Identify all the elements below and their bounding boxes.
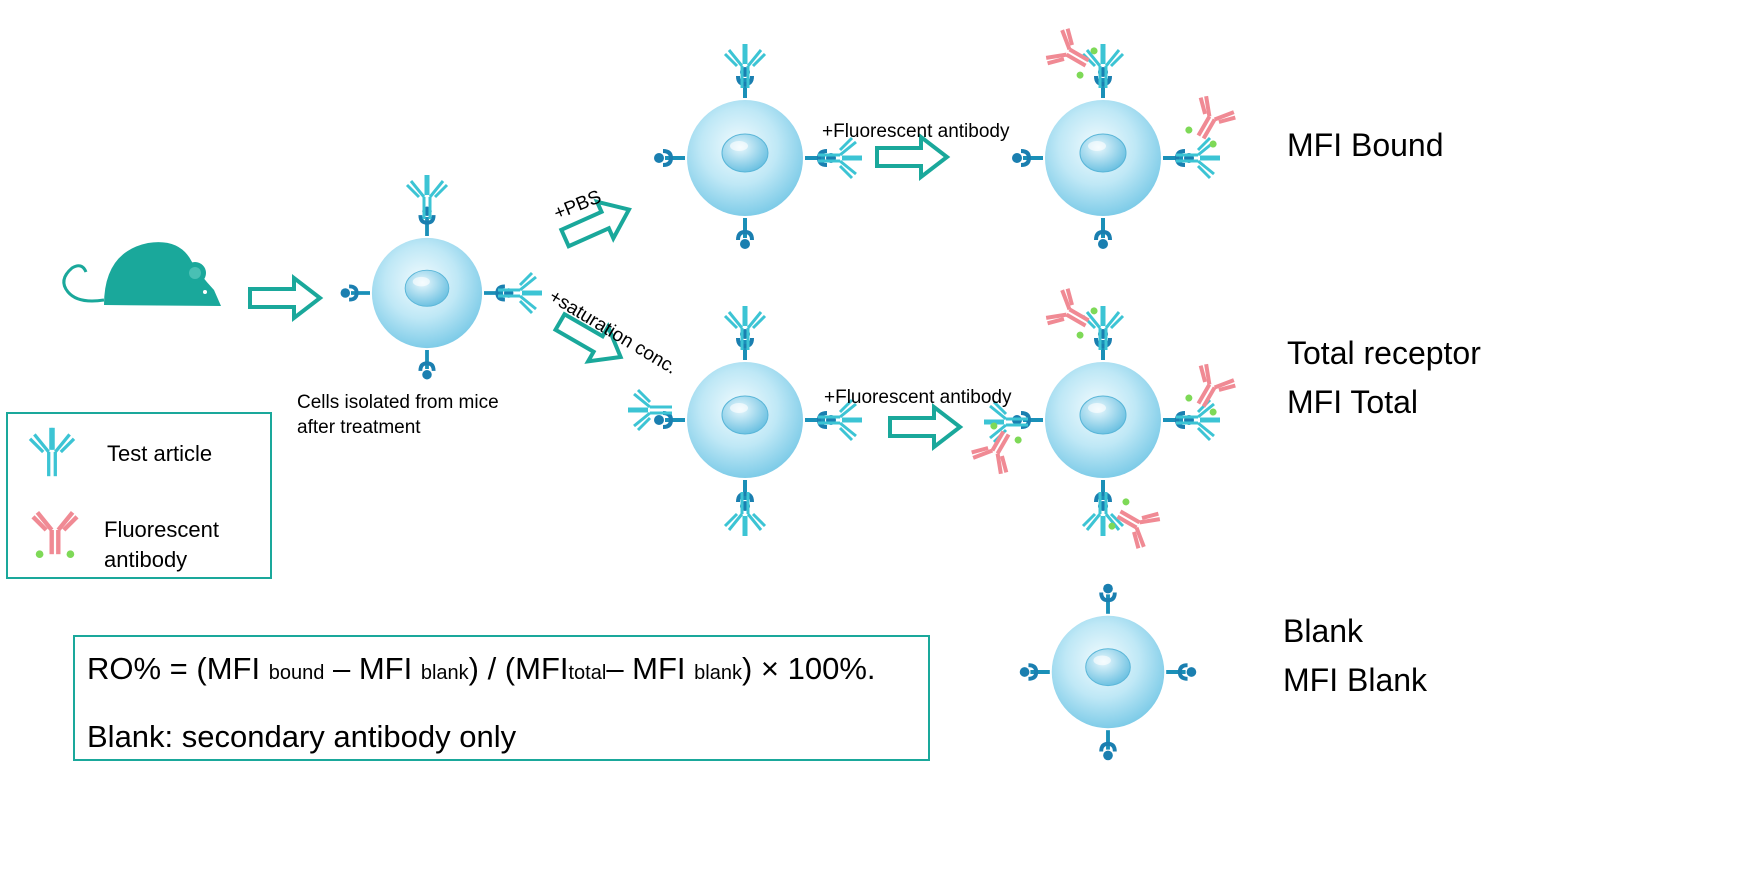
legend-fluorescent-label-line1: Fluorescent bbox=[104, 517, 219, 542]
cell-initial bbox=[341, 173, 544, 379]
test-article-antibody bbox=[626, 388, 674, 432]
mouse-icon bbox=[62, 242, 221, 306]
formula-end-part: ) × 100%. bbox=[741, 651, 876, 686]
cell-saturation bbox=[626, 304, 864, 538]
fluorescent-antibody bbox=[1179, 360, 1240, 421]
cell-blank bbox=[1020, 584, 1197, 761]
formula-mid-part: ) / (MFI bbox=[468, 651, 569, 686]
formula-total-subscript: total bbox=[568, 662, 607, 684]
formula-box: RO% = (MFI bound – MFI blank) / (MFItota… bbox=[73, 635, 930, 761]
result-total-label-line2: MFI Total bbox=[1287, 384, 1418, 420]
ro-formula: RO% = (MFI bound – MFI blank) / (MFItota… bbox=[87, 647, 876, 695]
cell-bound bbox=[1012, 24, 1240, 249]
fluorescent-mid-label: +Fluorescent antibody bbox=[824, 387, 1012, 408]
fluorescent-antibody bbox=[1179, 92, 1240, 153]
result-blank-label-line1: Blank bbox=[1283, 613, 1364, 649]
formula-bound-subscript: bound bbox=[268, 662, 325, 684]
formula-blank-subscript: blank bbox=[420, 662, 469, 684]
formula-minus-part: – MFI bbox=[332, 651, 413, 686]
cells-isolated-label-line1: Cells isolated from mice bbox=[297, 392, 499, 413]
arrow-fluorescent-mid bbox=[888, 405, 962, 449]
formula-minus-part-2: – MFI bbox=[606, 651, 686, 686]
legend-test-article-label: Test article bbox=[107, 441, 213, 466]
formula-blank-subscript-2: blank bbox=[694, 662, 742, 684]
result-blank-label-line2: MFI Blank bbox=[1283, 662, 1428, 698]
formula-ro-part: RO% = (MFI bbox=[87, 651, 261, 686]
cell-pbs bbox=[654, 42, 864, 249]
fluorescent-antibody bbox=[1042, 284, 1103, 345]
legend-fluorescent-label-line2: antibody bbox=[104, 547, 188, 572]
cell-total bbox=[967, 284, 1240, 553]
fluorescent-antibody bbox=[967, 417, 1028, 478]
result-bound-label: MFI Bound bbox=[1287, 127, 1444, 163]
arrow-mouse-to-cell bbox=[248, 276, 322, 320]
fluorescent-top-label: +Fluorescent antibody bbox=[822, 121, 1010, 142]
cells-isolated-label-line2: after treatment bbox=[297, 417, 421, 438]
legend bbox=[6, 412, 272, 579]
formula-note: Blank: secondary antibody only bbox=[87, 719, 517, 754]
result-total-label-line1: Total receptor bbox=[1287, 335, 1481, 371]
